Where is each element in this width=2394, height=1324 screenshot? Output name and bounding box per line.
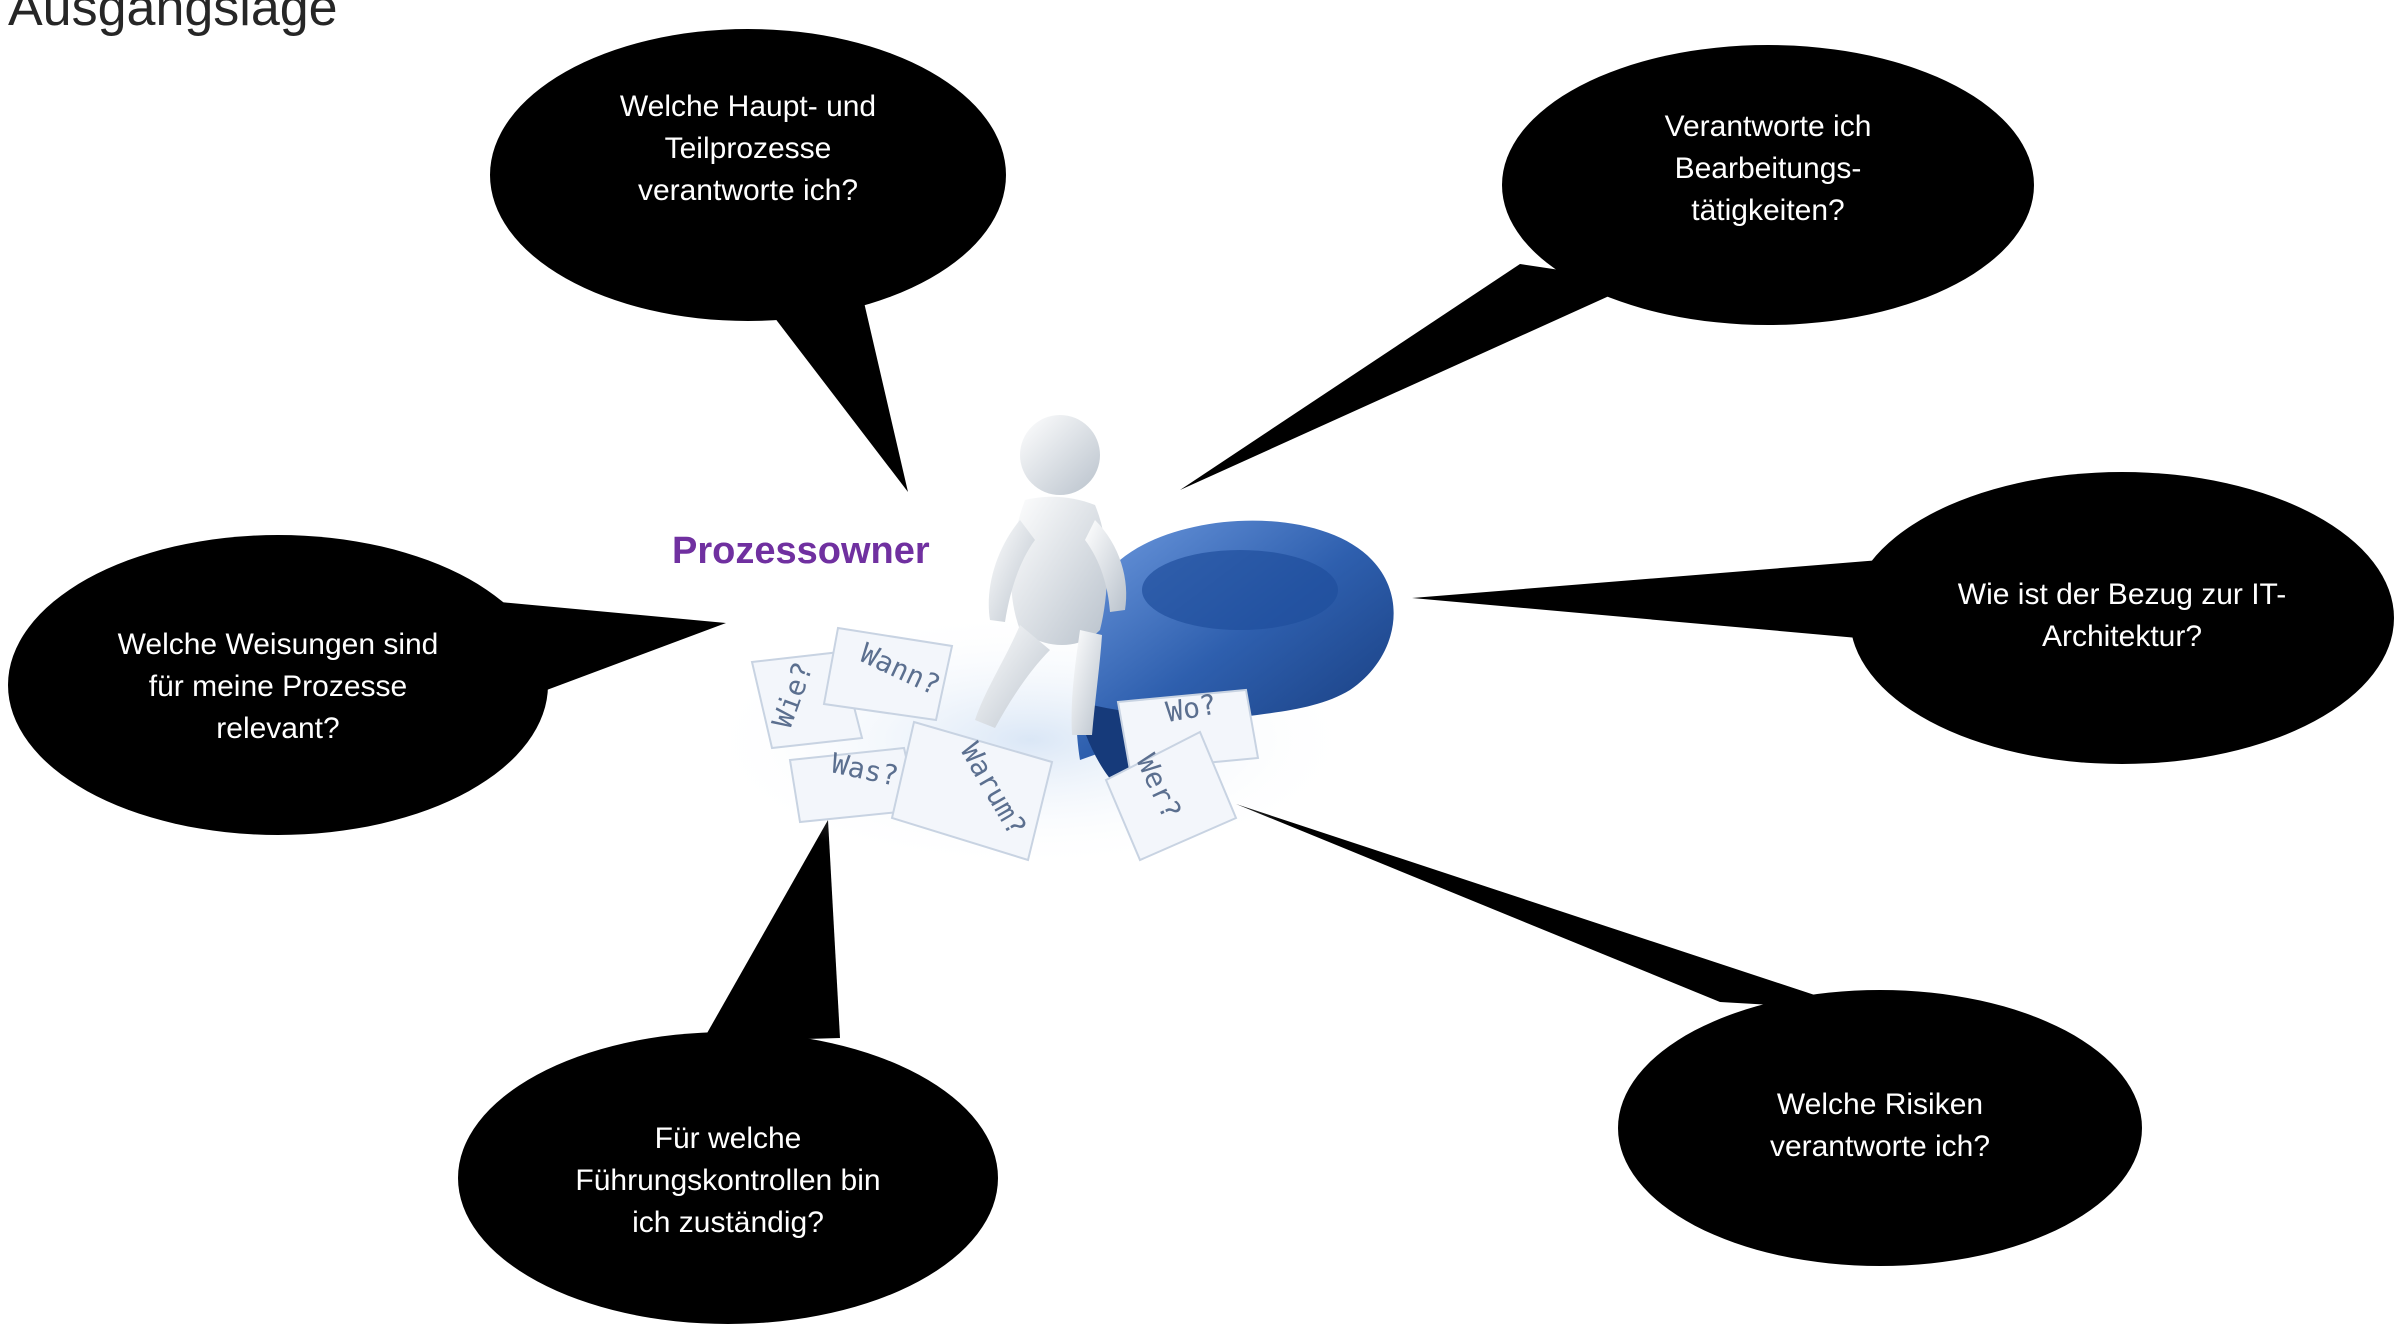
- bubble-line: Verantworte ich: [1664, 110, 1872, 143]
- bubble-text-fuehrungskontrollen: Für welche Führungskontrollen bin ich zu…: [528, 1118, 928, 1244]
- person-on-question-mark-icon: [700, 415, 1394, 870]
- speech-bubble-weisungen: [8, 535, 726, 835]
- bubble-line: verantworte ich?: [637, 174, 859, 207]
- bubble-line: tätigkeiten?: [1691, 194, 1845, 227]
- card-text-wo: Wo?: [1163, 688, 1219, 729]
- bubble-line: Wie ist der Bezug zur IT-: [1957, 578, 2287, 611]
- bubble-text-risiken: Welche Risiken verantworte ich?: [1680, 1084, 2080, 1168]
- bubble-line: verantworte ich?: [1769, 1130, 1991, 1163]
- bubble-line: Führungskontrollen bin: [575, 1164, 881, 1197]
- bubble-text-it-architektur: Wie ist der Bezug zur IT- Architektur?: [1922, 574, 2322, 658]
- bubble-line: Für welche: [654, 1122, 802, 1155]
- speech-bubble-prozesse: [490, 29, 1006, 492]
- speech-bubble-it-architektur: [1412, 472, 2394, 764]
- bubble-line: Architektur?: [2041, 620, 2203, 653]
- bubble-line: Welche Haupt- und: [619, 90, 877, 123]
- bubble-text-weisungen: Welche Weisungen sind für meine Prozesse…: [78, 624, 478, 750]
- page-title: Ausgangslage: [8, 0, 338, 37]
- speech-bubble-risiken: [1236, 804, 2142, 1266]
- bubble-line: relevant?: [216, 712, 340, 745]
- bubble-text-prozesse: Welche Haupt- und Teilprozesse verantwor…: [548, 86, 948, 212]
- bubble-text-bearbeitung: Verantworte ich Bearbeitungs- tätigkeite…: [1568, 106, 1968, 232]
- bubble-line: für meine Prozesse: [148, 670, 408, 703]
- bubble-line: ich zuständig?: [632, 1206, 824, 1239]
- card-text-wie: Wie?: [766, 658, 820, 733]
- bubble-line: Welche Weisungen sind: [117, 628, 439, 661]
- bubble-line: Teilprozesse: [664, 132, 832, 165]
- card-text-was: Was?: [829, 747, 902, 793]
- speech-bubble-fuehrungskontrollen: [458, 820, 998, 1324]
- card-text-warum: Warum?: [954, 737, 1033, 841]
- card-text-wann: Wann?: [855, 636, 945, 702]
- speech-bubble-bearbeitung: [1180, 45, 2034, 490]
- bubble-line: Bearbeitungs-: [1674, 152, 1862, 185]
- bubble-line: Welche Risiken: [1776, 1088, 1984, 1121]
- center-label-prozessowner: Prozessowner: [672, 530, 930, 572]
- card-text-wer: Wer?: [1130, 749, 1188, 824]
